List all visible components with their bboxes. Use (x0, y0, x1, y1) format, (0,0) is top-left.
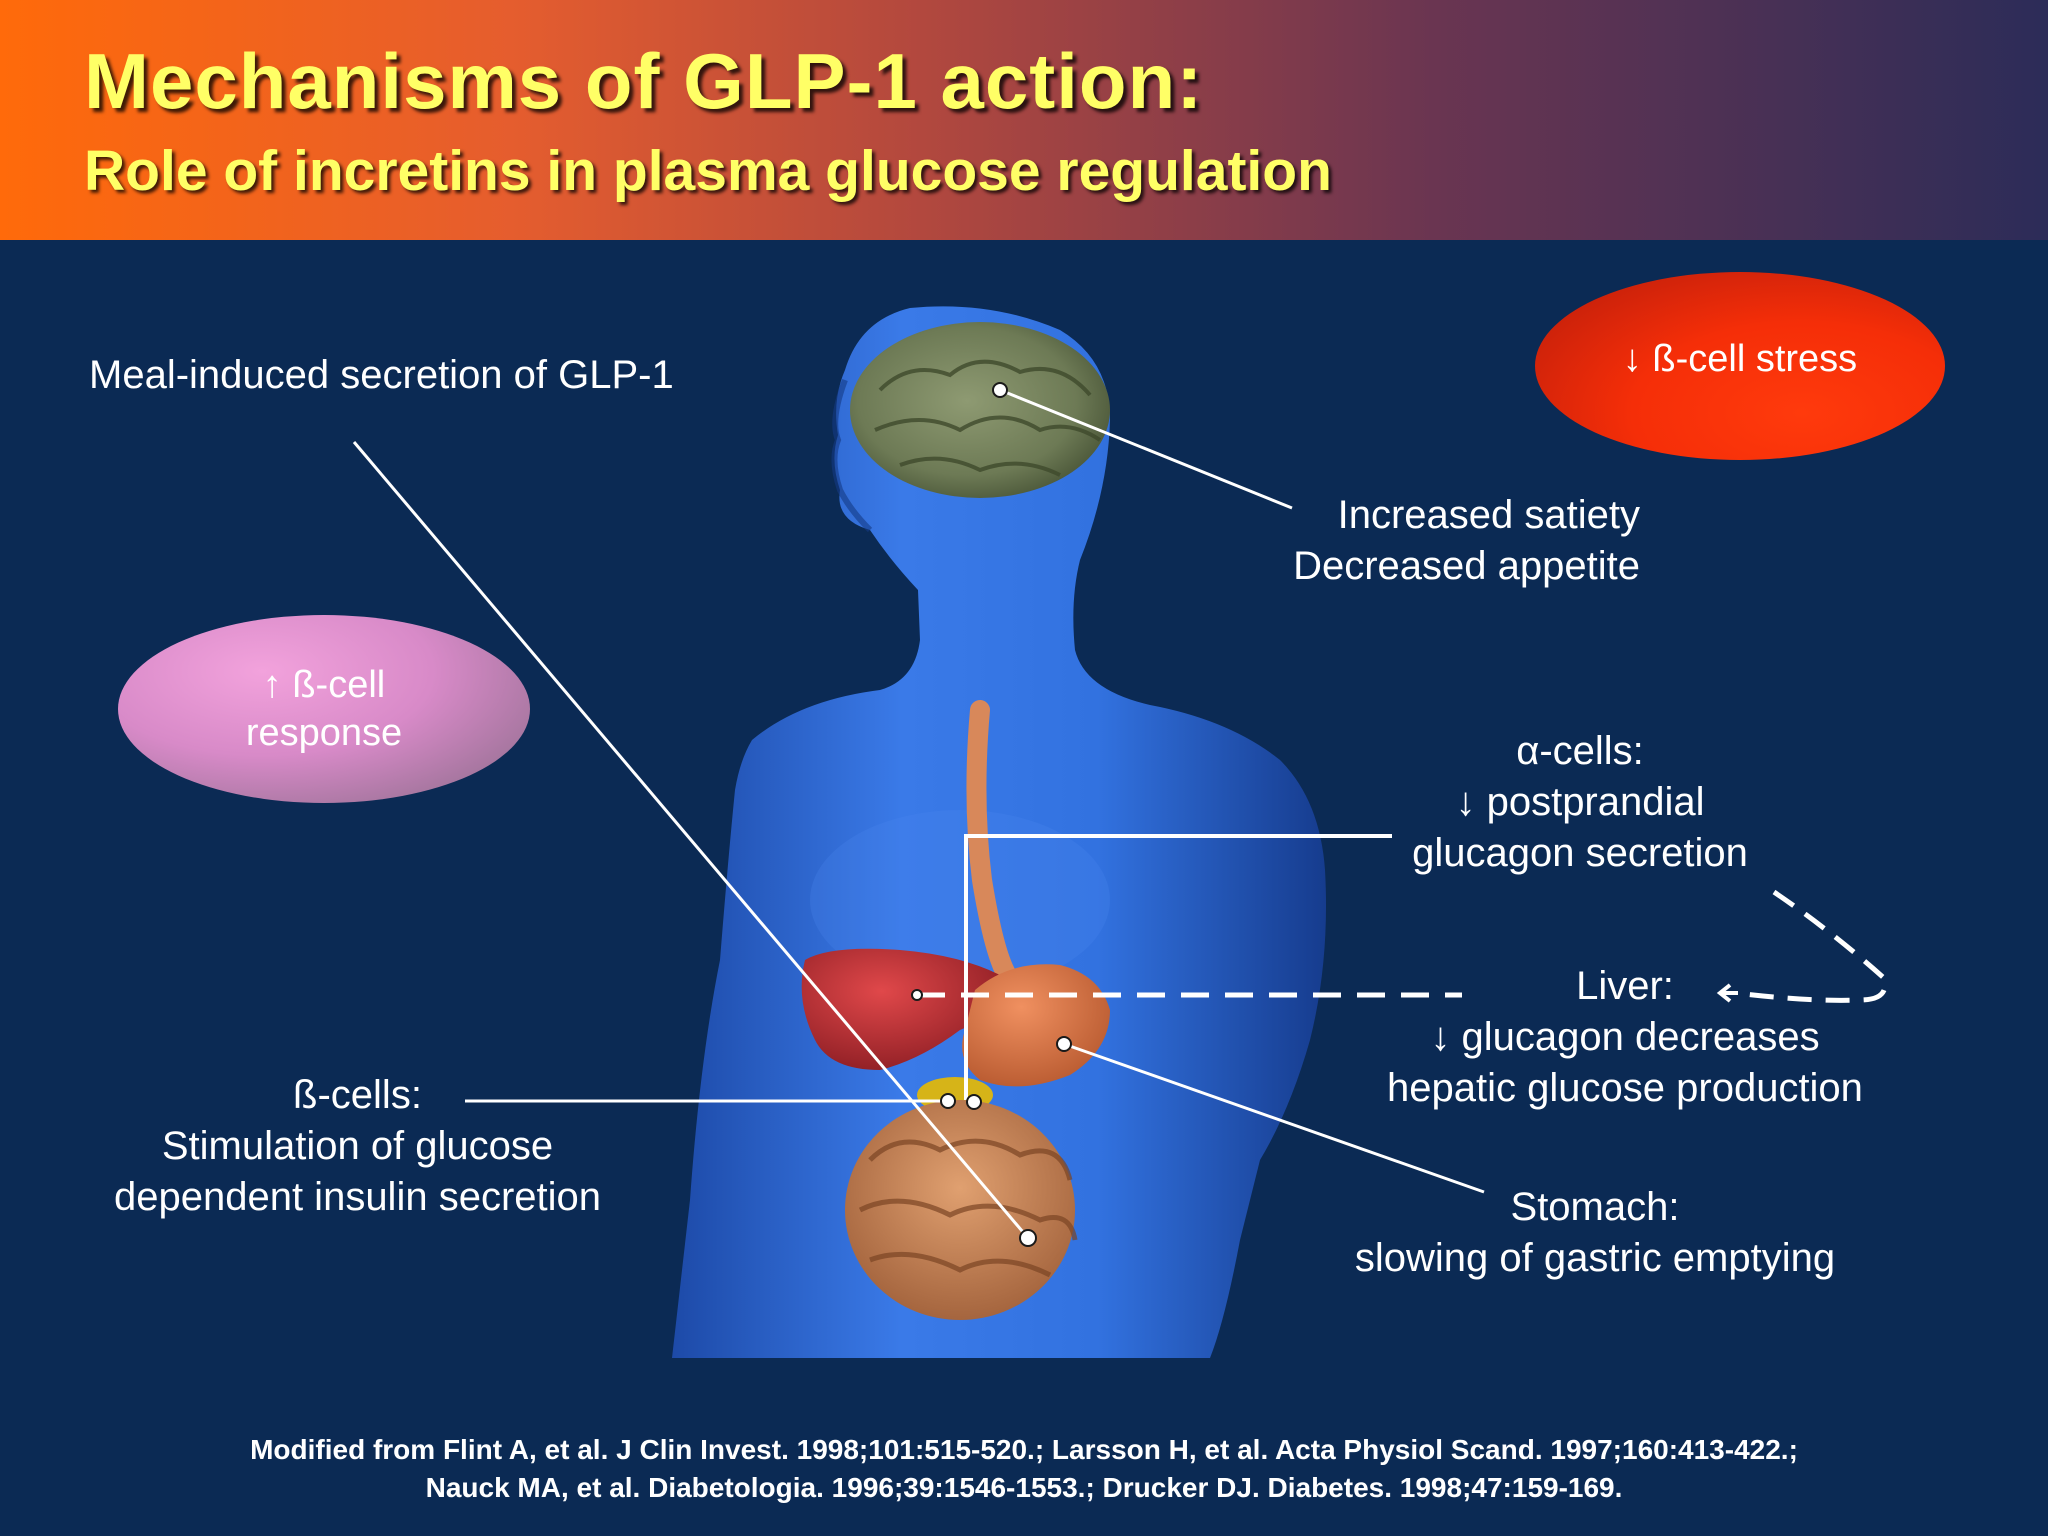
beta-cells-label: ß-cells: Stimulation of glucose dependen… (85, 1070, 630, 1223)
beta-cell-response-line1: ↑ ß-cell (262, 664, 386, 706)
torso-silhouette (672, 306, 1326, 1358)
alpha-cells-label: α-cells: ↓ postprandial glucagon secreti… (1330, 726, 1830, 879)
alpha-line3: glucagon secretion (1412, 831, 1748, 875)
brain-dot (992, 382, 1008, 398)
stomach-connector-line (1063, 1042, 1485, 1194)
liver-illustration (801, 948, 1002, 1070)
beta-cell-stress-label: ↓ ß-cell stress (1622, 338, 1858, 380)
satiety-line2: Decreased appetite (1293, 544, 1640, 588)
liver-line3: hepatic glucose production (1387, 1066, 1863, 1110)
connector-lines (352, 388, 1888, 1239)
meal-connector-line (352, 441, 1030, 1239)
beta-cell-stress-badge: ↓ ß-cell stress (1535, 272, 1945, 460)
alpha-dot (966, 1094, 982, 1110)
liver-label: Liver: ↓ glucagon decreases hepatic gluc… (1345, 961, 1905, 1114)
stomach-line1: Stomach: (1510, 1185, 1680, 1229)
alpha-connector-line (964, 834, 1392, 1100)
connector-dots (911, 382, 1072, 1247)
human-body (672, 306, 1326, 1358)
stomach-label: Stomach: slowing of gastric emptying (1320, 1182, 1870, 1284)
intestines-illustration (845, 1100, 1078, 1320)
stomach-line2: slowing of gastric emptying (1354, 1236, 1836, 1280)
satiety-line1: Increased satiety (1337, 493, 1640, 537)
beta-line1: ß-cells: (293, 1073, 422, 1117)
references: Modified from Flint A, et al. J Clin Inv… (0, 1431, 2048, 1507)
reference-line2: Nauck MA, et al. Diabetologia. 1996;39:1… (425, 1472, 1623, 1503)
brain-illustration (850, 322, 1110, 498)
liver-line1: Liver: (1576, 964, 1674, 1008)
satiety-connector-line (999, 388, 1293, 510)
page-subtitle: Role of incretins in plasma glucose regu… (84, 139, 1332, 203)
arrowhead-icon (1716, 983, 1738, 1003)
intestine-dot (1019, 1229, 1037, 1247)
satiety-label: Increased satiety Decreased appetite (1260, 490, 1640, 592)
page-title: Mechanisms of GLP-1 action: (84, 37, 1204, 125)
beta-cell-response-badge: ↑ ß-cell response (118, 615, 530, 803)
liver-line2: ↓ glucagon decreases (1430, 1015, 1820, 1059)
beta-line3: dependent insulin secretion (113, 1175, 601, 1219)
alpha-line1: α-cells: (1516, 729, 1644, 773)
beta-dot (940, 1093, 956, 1109)
beta-line2: Stimulation of glucose (161, 1124, 554, 1168)
liver-dot (911, 989, 923, 1001)
stomach-dot (1056, 1036, 1072, 1052)
glucagon-dashed-arrow (1735, 889, 1888, 1003)
header-banner: Mechanisms of GLP-1 action: Role of incr… (0, 0, 2048, 240)
meal-label: Meal-induced secretion of GLP-1 (89, 353, 674, 397)
beta-cell-response-line2: response (245, 712, 403, 754)
reference-line1: Modified from Flint A, et al. J Clin Inv… (250, 1434, 1798, 1465)
esophagus-illustration (966, 700, 1020, 990)
alpha-line2: ↓ postprandial (1455, 780, 1705, 824)
